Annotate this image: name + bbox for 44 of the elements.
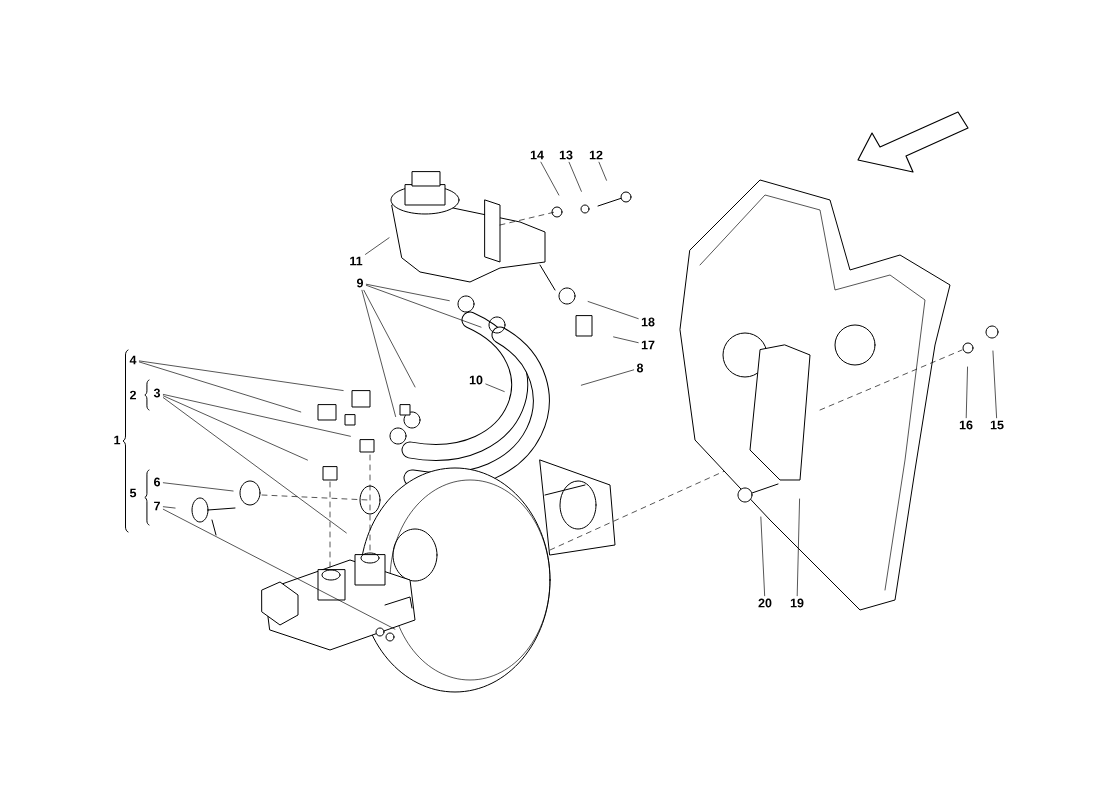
callout-number: 5 <box>129 488 137 498</box>
callout-number: 3 <box>153 388 161 398</box>
leader-line <box>363 289 416 388</box>
callout-number: 6 <box>154 477 161 487</box>
leader-line <box>361 289 396 417</box>
leader-line <box>139 360 344 391</box>
callout-number: 17 <box>641 340 655 350</box>
callout-number: 13 <box>559 150 573 160</box>
leader-line <box>163 482 234 492</box>
leader-line <box>796 498 800 597</box>
leader-line <box>365 237 390 255</box>
leader-line <box>760 516 765 597</box>
leader-line <box>613 336 639 344</box>
leader-line <box>163 394 351 437</box>
callout-number: 15 <box>990 420 1004 430</box>
leader-line <box>139 361 302 413</box>
callout-number: 11 <box>350 256 363 266</box>
callout-number: 16 <box>959 420 973 430</box>
callout-number: 8 <box>636 363 644 373</box>
leader-line <box>485 383 505 392</box>
callout-number: 19 <box>790 598 804 608</box>
leader-line <box>587 301 639 319</box>
callout-number: 18 <box>641 317 655 327</box>
callout-number: 7 <box>154 501 160 511</box>
leader-line <box>163 395 308 461</box>
callout-number: 20 <box>758 598 772 608</box>
leader-line <box>992 350 997 419</box>
leader-line <box>366 284 482 328</box>
leader-line <box>163 508 396 630</box>
callout-number: 12 <box>589 150 603 160</box>
leader-line <box>163 397 347 534</box>
leader-line <box>581 369 635 386</box>
leader-line <box>598 161 607 181</box>
leader-line <box>965 366 968 419</box>
callout-number: 10 <box>469 375 483 385</box>
callout-number: 2 <box>130 390 136 400</box>
leader-line <box>366 283 450 302</box>
callout-number: 1 <box>114 435 121 445</box>
leader-line <box>540 161 560 196</box>
callout-number: 9 <box>357 278 363 288</box>
leader-line <box>568 161 582 192</box>
leader-line <box>163 506 176 509</box>
callout-number: 4 <box>129 355 137 365</box>
callout-number: 14 <box>530 150 544 160</box>
